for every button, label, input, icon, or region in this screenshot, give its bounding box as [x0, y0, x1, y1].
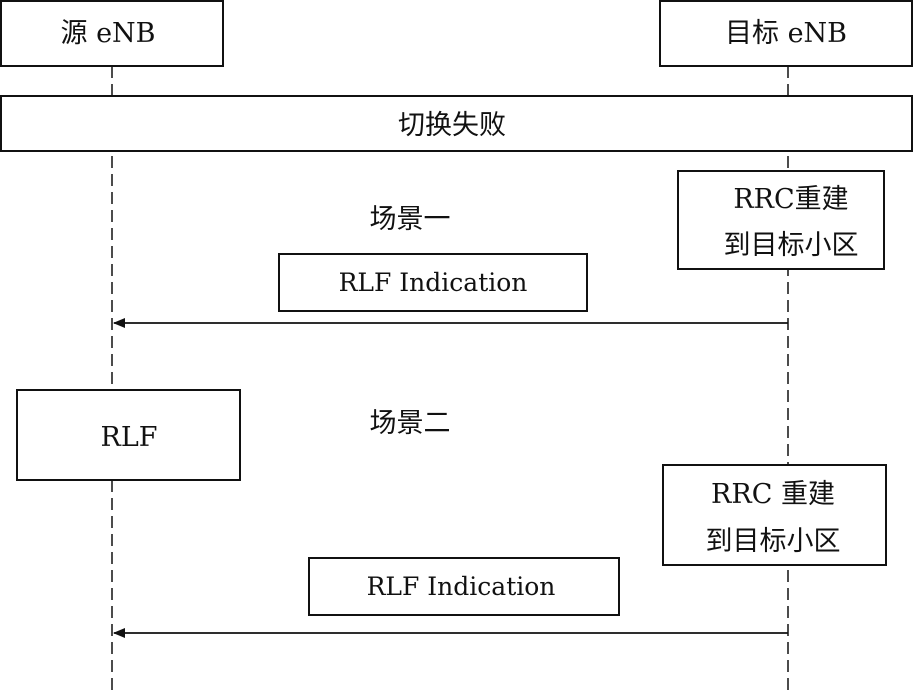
scenario-2-message-box: RLF Indication	[308, 557, 620, 616]
scenario-1-message-label: RLF Indication	[339, 268, 528, 297]
rlf-label: RLF	[101, 422, 158, 453]
scenario-1-rrc-line2: 到目标小区	[724, 230, 859, 261]
scenario-2-rrc-line1: RRC 重建	[711, 479, 835, 510]
scenario-1-rrc-line1: RRC重建	[733, 184, 848, 215]
scenario-1-title: 场景一	[370, 204, 451, 235]
scenario-2-message-label: RLF Indication	[367, 572, 556, 601]
rlf-box: RLF	[16, 389, 241, 481]
source-enb-box: 源 eNB	[0, 0, 224, 67]
target-enb-label: 目标 eNB	[725, 18, 847, 49]
handover-failure-label: 切换失败	[398, 110, 506, 141]
handover-failure-banner: 切换失败	[0, 95, 913, 152]
scenario-2-rrc-line2: 到目标小区	[706, 526, 841, 557]
target-enb-box: 目标 eNB	[659, 0, 913, 67]
source-enb-label: 源 eNB	[60, 18, 155, 49]
scenario-1-message-box: RLF Indication	[278, 253, 588, 312]
scenario-2-rrc-box: RRC 重建 到目标小区	[662, 464, 887, 566]
scenario-1-rrc-box: RRC重建 到目标小区	[677, 170, 885, 270]
scenario-2-title: 场景二	[370, 408, 451, 439]
